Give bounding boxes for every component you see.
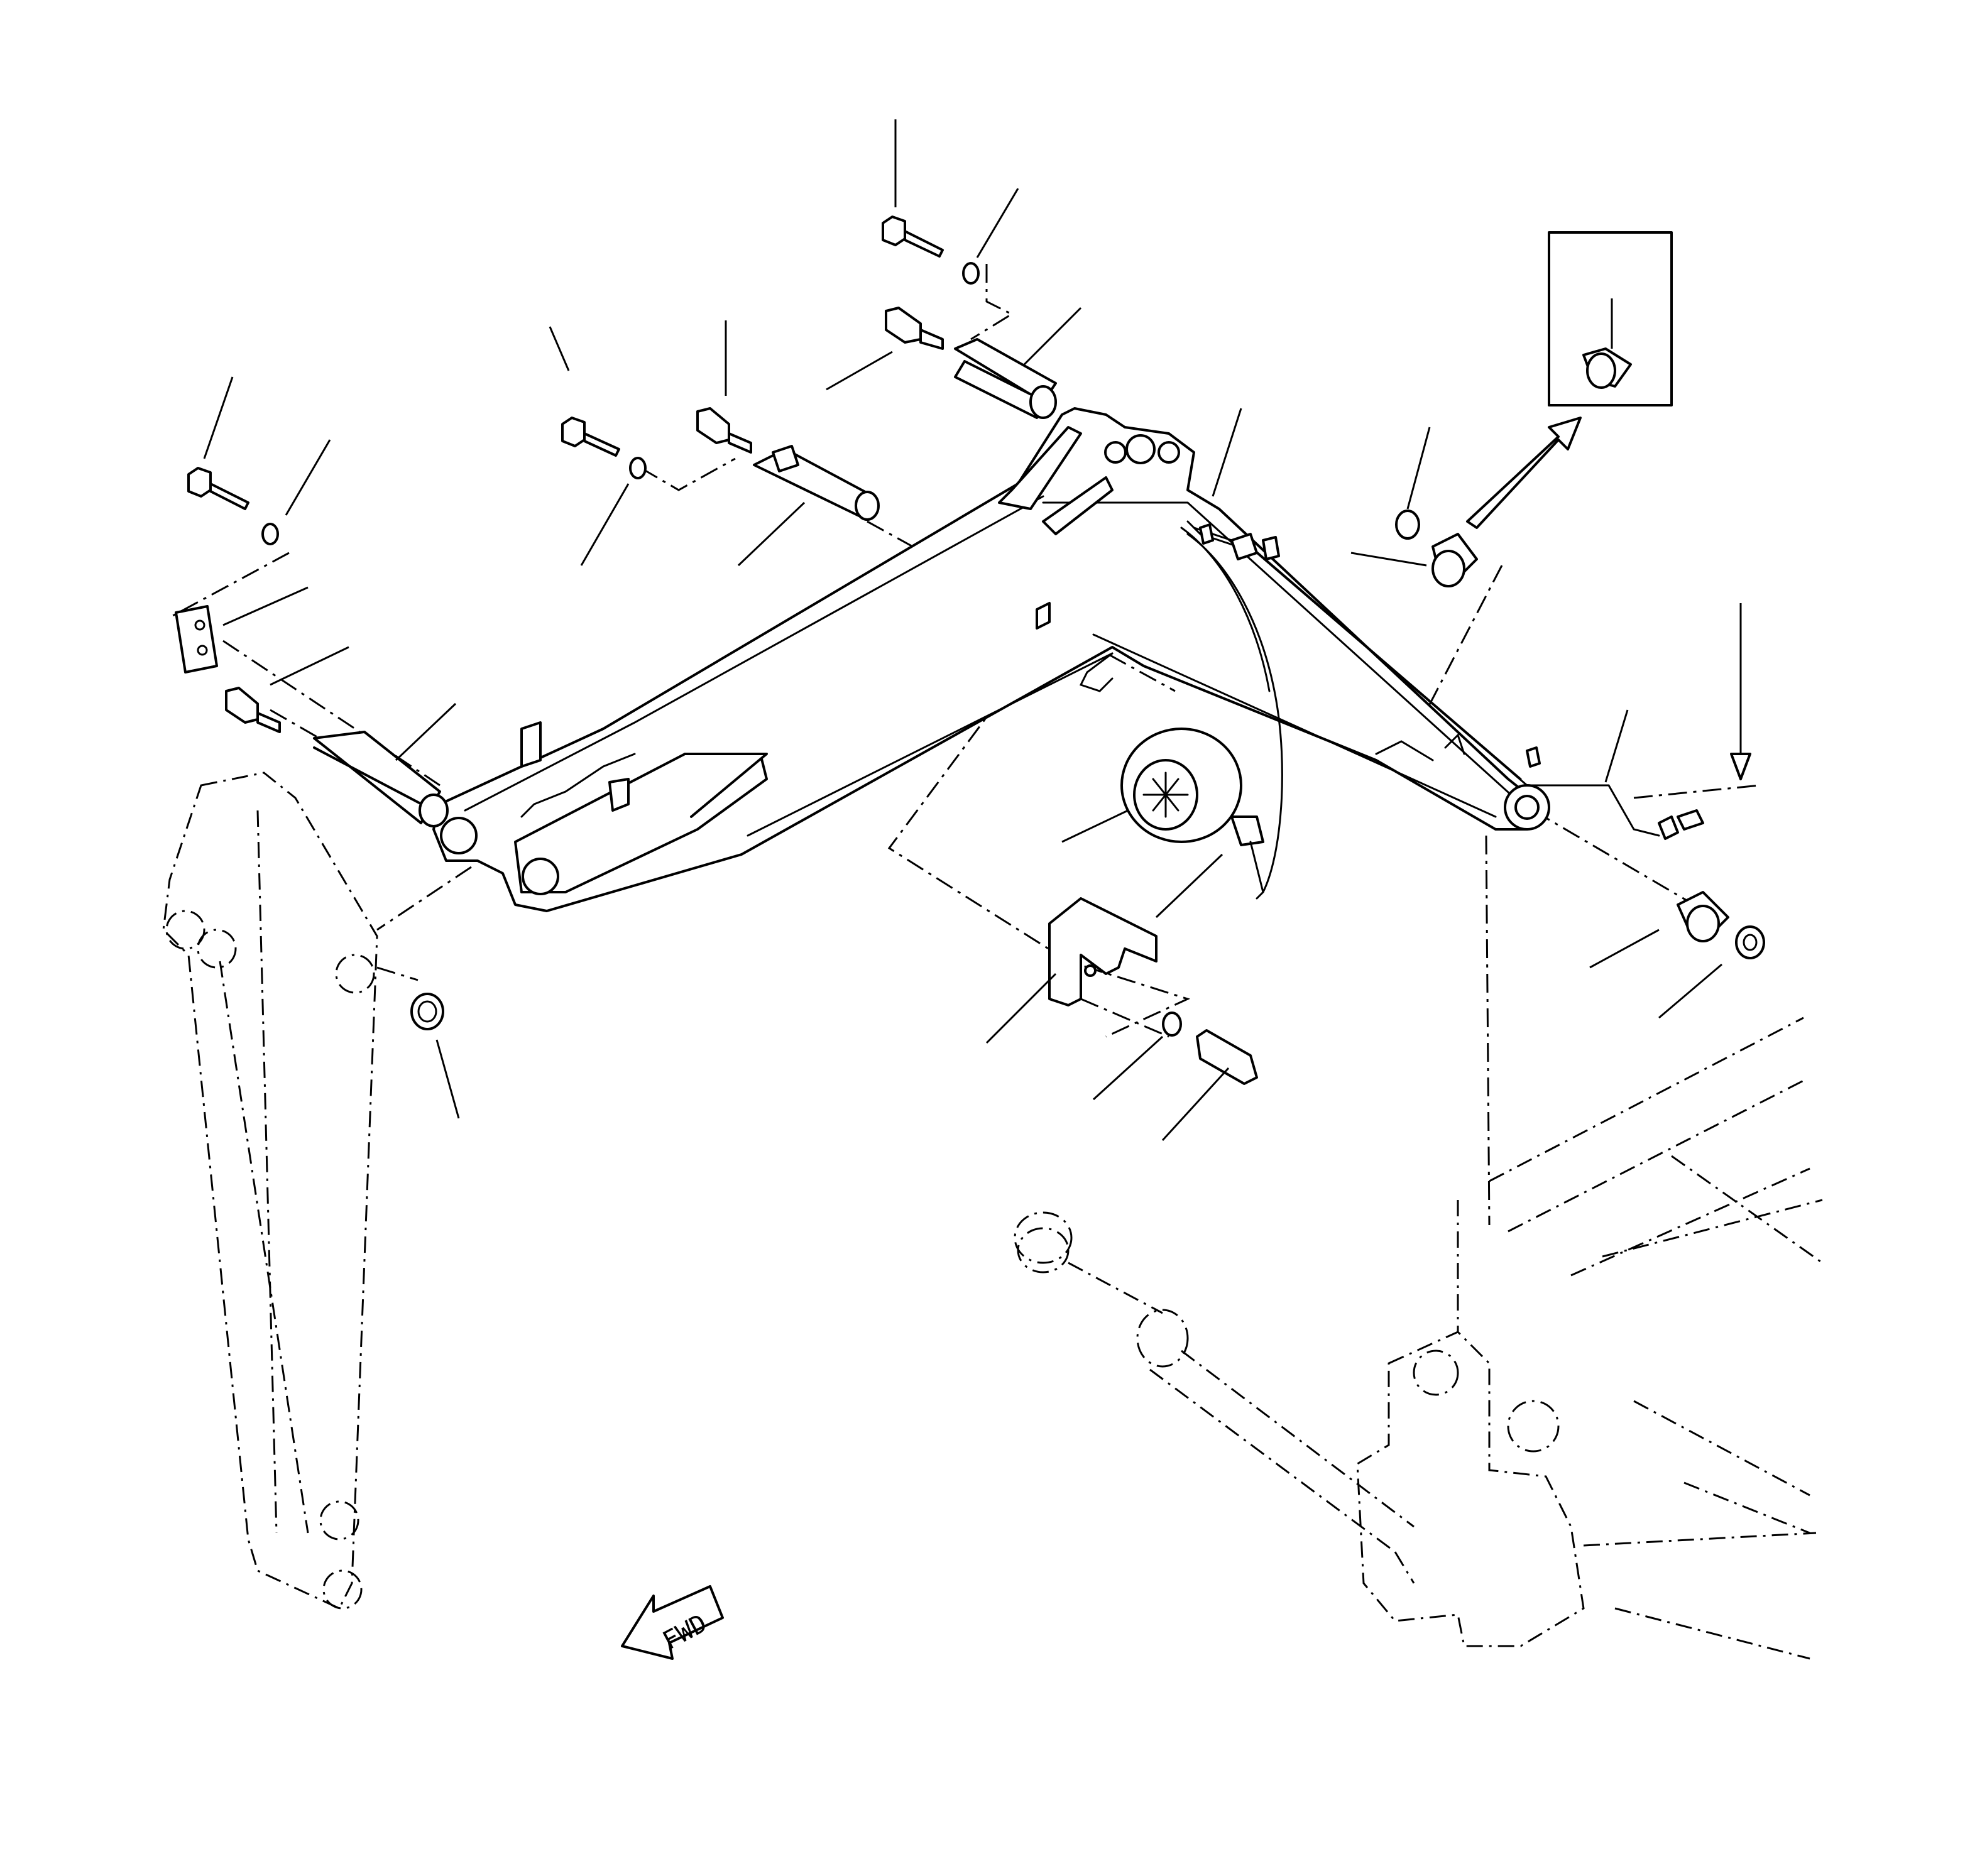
callout-leader-lines <box>203 119 1722 1142</box>
arm-phantom-outline <box>162 772 378 1610</box>
boom-cylinder-phantom <box>1014 1211 1415 1584</box>
pin-assembly-top <box>882 215 1057 419</box>
lamp-bracket <box>1048 897 1158 1006</box>
work-lamp <box>1120 728 1264 900</box>
bushings-right <box>1395 510 1765 959</box>
pin-assembly-mid <box>561 407 880 521</box>
lamp-mount-fasteners <box>1162 1012 1258 1085</box>
boom-main-body <box>432 407 1550 912</box>
assembly-centerlines <box>172 264 1760 1226</box>
hydraulic-lines <box>1180 520 1704 893</box>
forward-direction-marker: FWD <box>621 1585 724 1660</box>
detail-arrow-icon <box>1466 417 1582 529</box>
chassis-phantom-outline <box>1356 1017 1823 1660</box>
bushing-detail-inset <box>1548 231 1673 406</box>
pin-assembly-left <box>175 467 449 1030</box>
fitting-pointer-arrow <box>1730 603 1751 780</box>
